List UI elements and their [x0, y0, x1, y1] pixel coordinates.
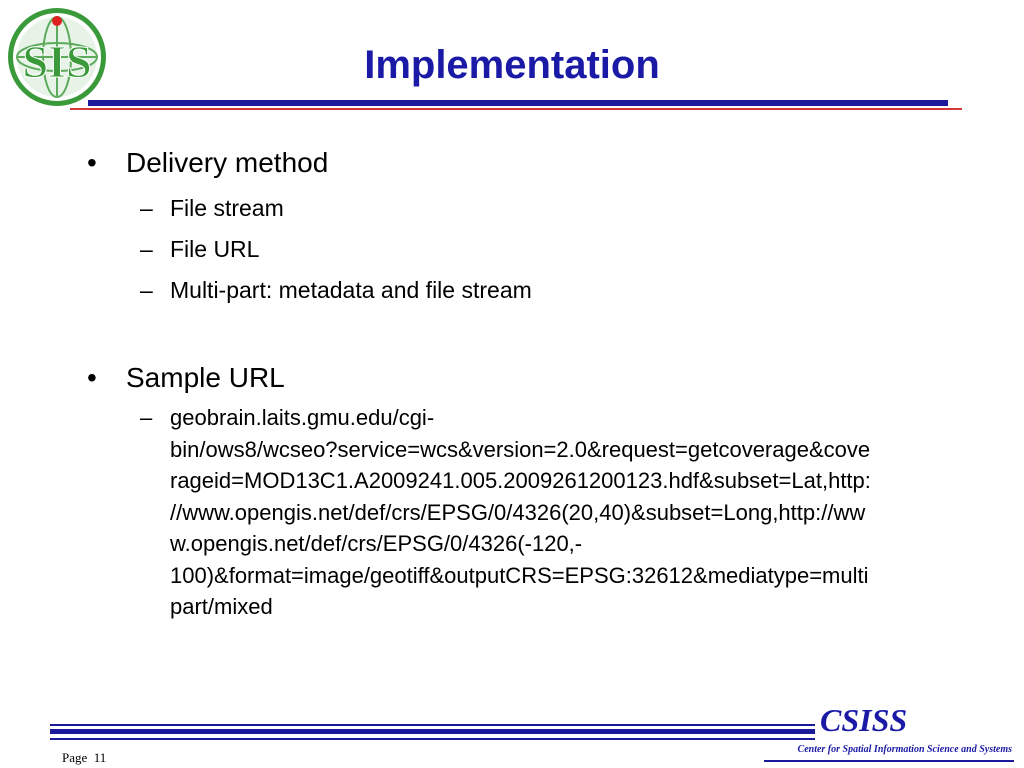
url-line: rageid=MOD13C1.A2009241.005.200926120012… — [170, 468, 871, 493]
page-label: Page — [62, 750, 88, 765]
bullet-sample-url: • Sample URL — [87, 361, 687, 395]
sub-item-label: Multi-part: metadata and file stream — [170, 277, 532, 303]
bullet-delivery-method: • Delivery method — [87, 146, 687, 180]
bullet-label: Delivery method — [126, 147, 329, 178]
url-line: geobrain.laits.gmu.edu/cgi- — [170, 405, 435, 430]
bullet-label: Sample URL — [126, 362, 285, 393]
footer-rule — [50, 724, 815, 726]
page-number: Page 11 — [62, 750, 106, 766]
sub-item-label: File stream — [170, 195, 284, 221]
sub-item-label: File URL — [170, 236, 260, 262]
center-name-rule — [764, 760, 1014, 762]
title-rule-blue — [88, 100, 948, 106]
url-line: w.opengis.net/def/crs/EPSG/0/4326(-120,- — [170, 531, 583, 556]
slide-title: Implementation — [364, 43, 660, 87]
sub-item: – File URL — [140, 234, 740, 265]
page-number-value: 11 — [93, 750, 107, 765]
logo-text: SIS — [22, 36, 91, 87]
title-rule-red — [70, 108, 962, 110]
sis-logo: SIS — [8, 8, 106, 106]
center-name: Center for Spatial Information Science a… — [797, 744, 1012, 755]
dash-symbol: – — [140, 405, 153, 430]
url-line: 100)&format=image/geotiff&outputCRS=EPSG… — [170, 562, 869, 588]
footer-rule — [50, 738, 815, 740]
url-line: part/mixed — [170, 594, 273, 619]
bullet-symbol: • — [87, 147, 97, 178]
url-line: bin/ows8/wcseo?service=wcs&version=2.0&r… — [170, 436, 871, 462]
sub-item: – File stream — [140, 193, 740, 224]
dash-symbol: – — [140, 195, 153, 221]
dash-symbol: – — [140, 277, 153, 303]
bullet-symbol: • — [87, 362, 97, 393]
csiss-brand: CSISS — [820, 702, 908, 738]
sub-item: – Multi-part: metadata and file stream — [140, 275, 740, 306]
url-line: //www.opengis.net/def/crs/EPSG/0/4326(20… — [170, 499, 866, 525]
footer-rule — [50, 729, 815, 734]
dash-symbol: – — [140, 236, 153, 262]
